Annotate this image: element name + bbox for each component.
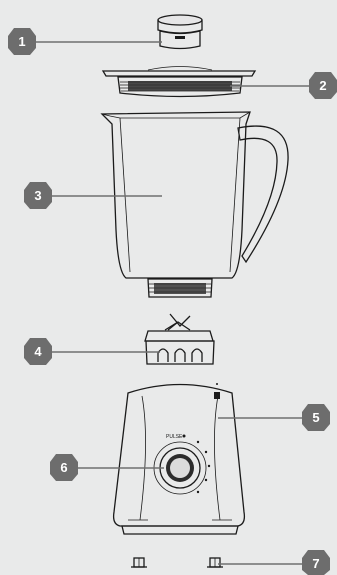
- callout-label-2: 2: [319, 78, 326, 93]
- callout-7: 7: [302, 550, 330, 575]
- callout-label-7: 7: [312, 556, 319, 571]
- callout-2: 2: [309, 72, 337, 99]
- svg-text:PULSE: PULSE: [166, 434, 183, 440]
- callout-1: 1: [8, 28, 36, 55]
- callout-label-6: 6: [60, 460, 67, 475]
- measuring-cap-icon: [158, 15, 202, 49]
- lid-icon: [103, 67, 255, 97]
- jug-icon: [102, 112, 288, 297]
- callout-5: 5: [302, 404, 330, 431]
- callout-label-5: 5: [312, 410, 319, 425]
- callout-label-1: 1: [18, 34, 25, 49]
- callout-6: 6: [50, 454, 78, 481]
- callout-label-4: 4: [34, 344, 42, 359]
- callout-4: 4: [24, 338, 52, 365]
- callout-3: 3: [24, 182, 52, 209]
- speed-dial-icon: PULSE: [154, 434, 210, 494]
- callout-label-3: 3: [34, 188, 41, 203]
- blade-assembly-icon: [145, 314, 214, 364]
- feet-icon: [131, 558, 223, 567]
